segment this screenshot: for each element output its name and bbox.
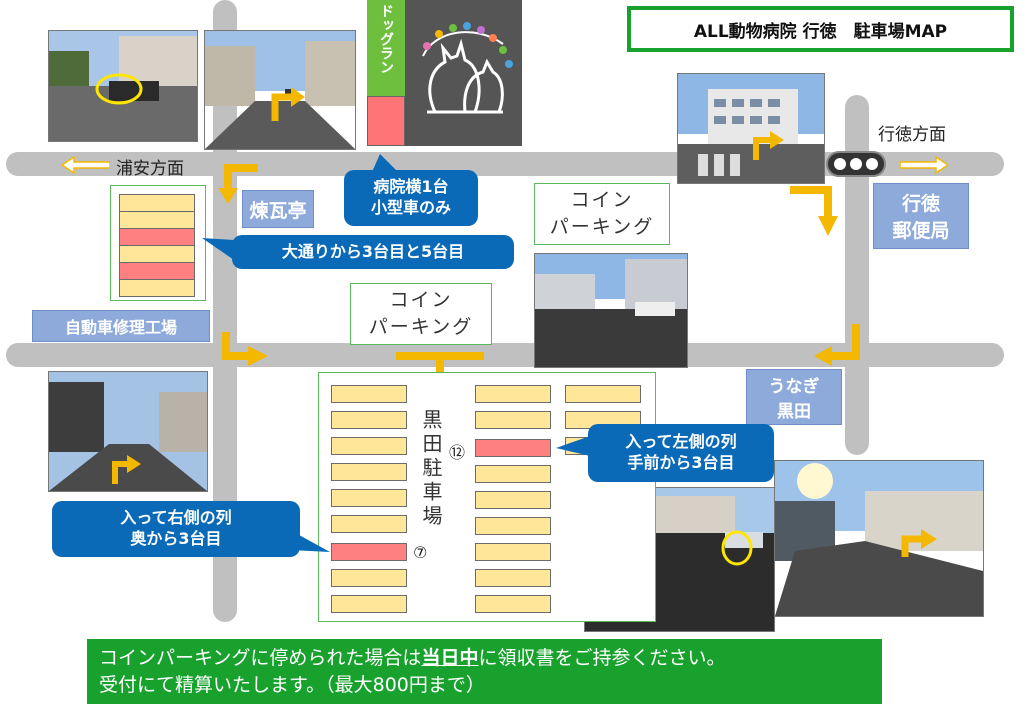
dogrun-label: ドッグラン bbox=[367, 0, 405, 96]
parking-slot bbox=[475, 411, 551, 429]
small-parking-lot bbox=[110, 185, 206, 301]
parking-slot bbox=[331, 569, 407, 587]
parking-slot bbox=[475, 517, 551, 535]
route-arrow-icon bbox=[218, 164, 258, 204]
callout-right-row: 入って右側の列 奥から3台目 bbox=[52, 501, 300, 557]
hospital-logo bbox=[405, 0, 522, 146]
coin-parking-2: コイン パーキング bbox=[350, 283, 492, 345]
hospital-side-parking-slot bbox=[367, 96, 405, 146]
callout-pointer bbox=[372, 154, 398, 172]
photo-repair-shop-corner bbox=[48, 30, 198, 142]
photo-left-lower-street bbox=[48, 371, 208, 492]
parking-slot bbox=[331, 385, 407, 403]
parking-slot bbox=[331, 463, 407, 481]
photo-gyotoku-building bbox=[677, 73, 825, 184]
parking-slot bbox=[331, 437, 407, 455]
landmark-rengatei: 煉瓦亭 bbox=[242, 190, 314, 228]
arrow-left-icon bbox=[62, 156, 110, 174]
slot-number-12: ⑫ bbox=[449, 443, 466, 462]
reserved-slot-12 bbox=[475, 439, 551, 457]
coin-parking-1: コイン パーキング bbox=[534, 183, 670, 245]
parking-slot bbox=[119, 279, 195, 297]
parking-slot bbox=[475, 465, 551, 483]
parking-slot bbox=[119, 245, 195, 263]
photo-left-street bbox=[204, 30, 356, 150]
lot-name: 黒田駐車場 bbox=[419, 409, 443, 529]
callout-hospital-side: 病院横1台 小型車のみ bbox=[344, 170, 478, 226]
direction-gyotoku: 行徳方面 bbox=[878, 125, 946, 145]
parking-slot bbox=[119, 194, 195, 212]
callout-pointer bbox=[556, 436, 590, 456]
callout-main-street: 大通りから3台目と5台目 bbox=[232, 235, 514, 269]
reserved-slot-5 bbox=[119, 262, 195, 280]
parking-slot bbox=[331, 489, 407, 507]
traffic-signal-icon bbox=[826, 151, 886, 177]
route-arrow-icon bbox=[814, 324, 860, 366]
notice-line-1: コインパーキングに停められた場合は当日中に領収書をご持参ください。 bbox=[99, 647, 726, 669]
kuroda-parking-lot: 黒田駐車場 ⑦ ⑫ bbox=[318, 372, 656, 622]
parking-slot bbox=[475, 543, 551, 561]
map-title: ALL動物病院 行徳 駐車場MAP bbox=[627, 6, 1014, 52]
parking-slot bbox=[331, 595, 407, 613]
notice-emphasis: 当日中 bbox=[421, 647, 479, 669]
photo-right-lower-street bbox=[774, 460, 984, 617]
reserved-slot-3 bbox=[119, 228, 195, 246]
landmark-post-office: 行徳 郵便局 bbox=[873, 183, 969, 249]
photo-coin-parking bbox=[534, 253, 688, 368]
parking-slot bbox=[475, 569, 551, 587]
slot-number-7: ⑦ bbox=[413, 543, 428, 562]
road-right bbox=[845, 95, 869, 455]
parking-notice: コインパーキングに停められた場合は当日中に領収書をご持参ください。 受付にて精算… bbox=[87, 639, 882, 704]
callout-pointer bbox=[290, 530, 330, 552]
callout-left-row: 入って左側の列 手前から3台目 bbox=[588, 424, 774, 482]
parking-slot bbox=[565, 385, 641, 403]
parking-slot bbox=[475, 491, 551, 509]
callout-pointer bbox=[202, 238, 234, 260]
route-arrow-icon bbox=[790, 186, 838, 236]
route-arrow-icon bbox=[222, 332, 268, 366]
parking-slot bbox=[331, 411, 407, 429]
landmark-unagi-kuroda: うなぎ 黒田 bbox=[746, 369, 842, 425]
parking-slot bbox=[331, 515, 407, 533]
notice-line-2: 受付にて精算いたします。（最大800円まで） bbox=[99, 673, 485, 696]
arrow-right-icon bbox=[900, 156, 948, 174]
parking-slot bbox=[119, 211, 195, 229]
reserved-slot-7 bbox=[331, 543, 407, 561]
parking-slot bbox=[475, 595, 551, 613]
landmark-repair-shop: 自動車修理工場 bbox=[32, 310, 210, 342]
direction-urayasu: 浦安方面 bbox=[116, 159, 184, 179]
parking-slot bbox=[475, 385, 551, 403]
